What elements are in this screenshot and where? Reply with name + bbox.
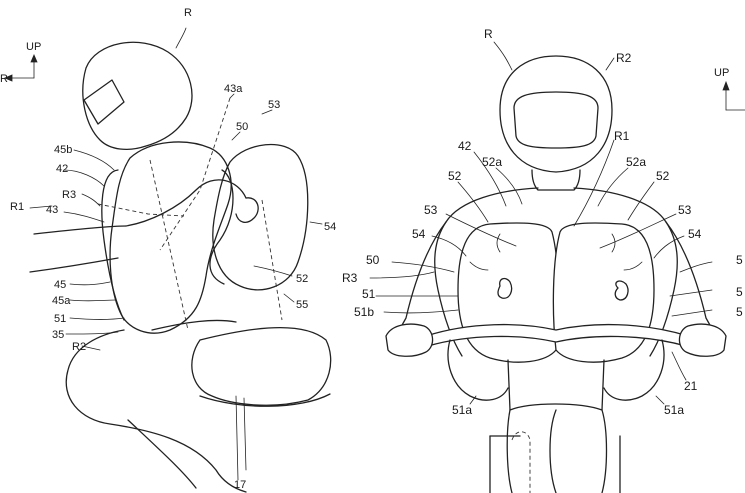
right-vent-right xyxy=(614,280,629,301)
right-label-52a-left: 52a xyxy=(482,155,502,169)
right-lower-bag-left xyxy=(447,339,509,401)
right-label-53-right: 53 xyxy=(678,203,692,217)
left-label-35: 35 xyxy=(52,329,64,341)
left-arm-upper xyxy=(33,225,127,235)
right-label-edge-2: 5 xyxy=(736,285,743,299)
right-crease-r1 xyxy=(611,233,616,253)
right-label-54-left: 54 xyxy=(412,227,426,241)
right-label-53-left: 53 xyxy=(424,203,438,217)
left-hand-grip xyxy=(235,197,259,224)
right-tank-mid xyxy=(549,409,557,493)
left-label-45b: 45b xyxy=(54,144,72,156)
right-label-42: 42 xyxy=(458,139,472,153)
left-label-50: 50 xyxy=(236,121,248,133)
right-label-54-right: 54 xyxy=(688,227,702,241)
right-leg-right xyxy=(601,359,605,411)
right-label-edge-1: 5 xyxy=(736,253,743,267)
right-chest-bag-right xyxy=(552,222,655,363)
right-label-R1: R1 xyxy=(614,129,630,143)
right-label-51a-left: 51a xyxy=(452,403,472,417)
right-visor xyxy=(513,91,599,149)
right-vent-left xyxy=(497,277,513,299)
left-frame-17b xyxy=(243,397,247,471)
right-tank-top xyxy=(509,403,603,411)
left-dash-r3 xyxy=(97,203,185,217)
right-neck xyxy=(531,169,581,191)
right-up-label: UP xyxy=(714,67,729,79)
left-label-R2: R2 xyxy=(72,341,86,353)
right-crease-r2 xyxy=(623,261,643,271)
right-leaders xyxy=(369,41,713,405)
left-shin xyxy=(127,419,197,489)
left-visor xyxy=(83,79,125,125)
left-dash-back xyxy=(261,199,283,321)
right-dash-seat xyxy=(511,431,531,493)
right-label-52-right: 52 xyxy=(656,169,670,183)
left-label-54: 54 xyxy=(324,221,336,233)
left-chest-bag xyxy=(101,169,125,321)
right-label-51b: 51b xyxy=(354,305,374,319)
left-label-R3: R3 xyxy=(62,189,76,201)
right-label-R: R xyxy=(484,27,493,41)
left-label-53: 53 xyxy=(268,99,280,111)
left-thigh-top xyxy=(151,319,237,331)
left-label-43: 43 xyxy=(46,204,58,216)
right-arm-right xyxy=(665,221,717,337)
right-hand-right xyxy=(678,323,727,357)
right-arm-left xyxy=(395,221,447,337)
left-dash-vert xyxy=(149,159,189,331)
left-label-55: 55 xyxy=(296,299,308,311)
right-lower-bag-right xyxy=(603,339,665,401)
left-side-view: UP R xyxy=(0,7,336,493)
right-label-51: 51 xyxy=(362,287,376,301)
left-leaders xyxy=(29,27,323,351)
left-frame-17 xyxy=(235,395,239,481)
right-crease-l1 xyxy=(496,233,501,253)
left-label-45: 45 xyxy=(54,279,66,291)
right-label-21: 21 xyxy=(684,379,698,393)
left-leg xyxy=(65,329,247,493)
right-label-52a-right: 52a xyxy=(626,155,646,169)
left-label-52: 52 xyxy=(296,273,308,285)
left-label-R: R xyxy=(184,7,192,19)
left-airbag-53 xyxy=(212,143,309,291)
right-chest-bag-left xyxy=(457,222,560,363)
right-label-51a-right: 51a xyxy=(664,403,684,417)
left-label-17: 17 xyxy=(234,479,246,491)
left-label-51: 51 xyxy=(54,313,66,325)
left-arm-shoulder xyxy=(125,179,247,227)
right-tank-left xyxy=(506,409,513,493)
right-label-R3: R3 xyxy=(342,271,358,285)
right-axis-indicator: UP xyxy=(714,67,745,111)
left-up-label: UP xyxy=(26,41,41,53)
left-seat-base xyxy=(199,393,331,407)
left-torso xyxy=(109,141,232,334)
right-outer-airbag-r xyxy=(573,187,678,357)
right-outer-airbag xyxy=(434,187,539,357)
left-axis-indicator: UP R xyxy=(0,41,41,85)
right-label-R2: R2 xyxy=(616,51,632,65)
left-label-42: 42 xyxy=(56,163,68,175)
left-label-45a: 45a xyxy=(52,295,71,307)
right-hand-left xyxy=(385,323,434,357)
right-helmet xyxy=(499,55,613,173)
left-side-label: R xyxy=(0,73,8,85)
right-label-50: 50 xyxy=(366,253,380,267)
right-label-52-left: 52 xyxy=(448,169,462,183)
left-helmet xyxy=(82,41,193,151)
left-arm-lower xyxy=(29,257,119,273)
left-label-R1: R1 xyxy=(10,201,24,213)
right-front-view: UP xyxy=(342,27,745,493)
right-label-edge-3: 5 xyxy=(736,305,743,319)
left-seat xyxy=(191,326,332,406)
left-label-43a: 43a xyxy=(224,83,243,95)
right-leg-left xyxy=(507,359,511,411)
right-tank-right xyxy=(601,409,608,493)
right-crease-l2 xyxy=(469,261,489,271)
